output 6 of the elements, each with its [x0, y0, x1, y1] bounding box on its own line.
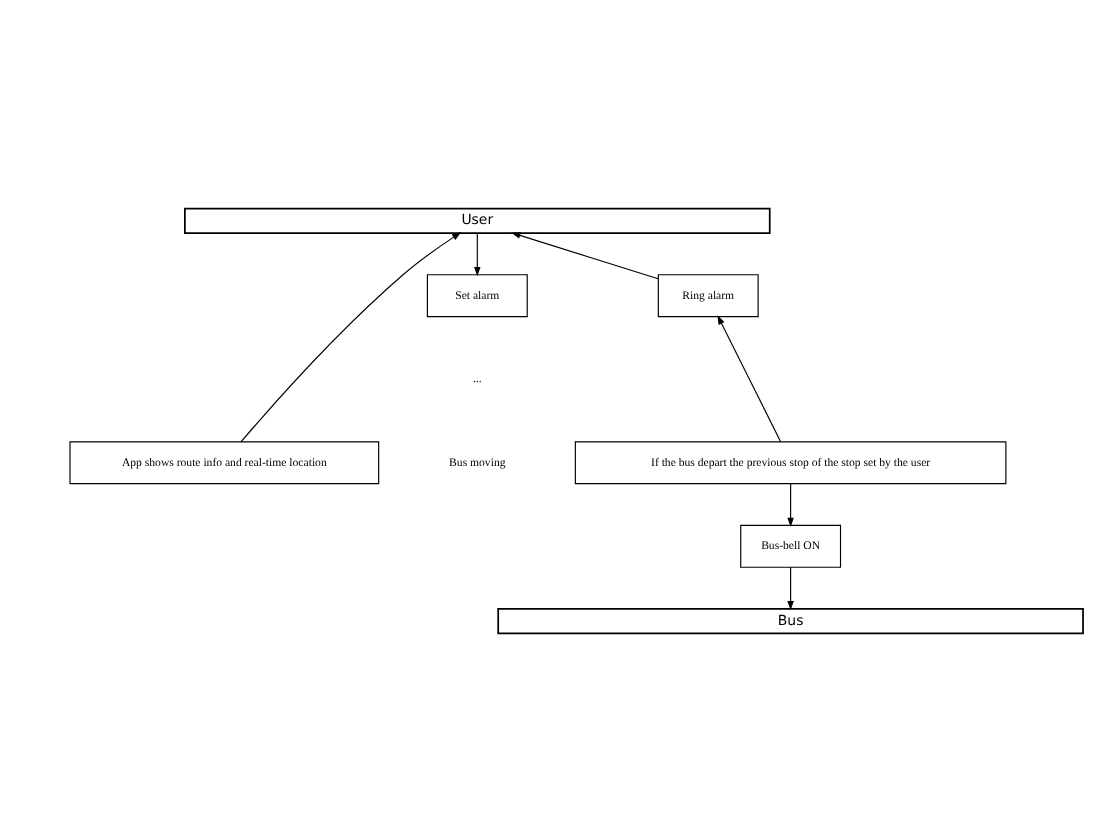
arrow — [787, 482, 794, 527]
arrow — [717, 314, 782, 442]
arrow — [511, 231, 659, 279]
arrow — [787, 565, 794, 610]
arrow — [474, 231, 481, 276]
arrow — [240, 231, 462, 442]
